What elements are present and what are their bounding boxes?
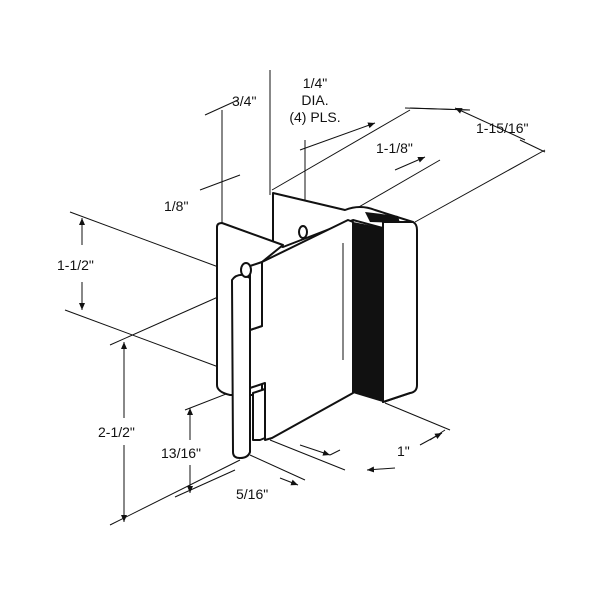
gasket xyxy=(353,212,400,402)
surface-lines xyxy=(342,228,384,402)
dim-2-1-2: 2-1/2" xyxy=(98,424,135,440)
dim-1-1-2: 1-1/2" xyxy=(57,257,94,273)
dim-3-4: 3/4" xyxy=(232,93,257,109)
dim-1-8: 1/8" xyxy=(164,198,189,214)
bracket-body xyxy=(216,192,418,459)
dim-5-16: 5/16" xyxy=(236,486,269,502)
dim-1: 1" xyxy=(397,443,410,459)
dim-1-4: 1/4" xyxy=(302,75,328,91)
dim-1-15-16: 1-15/16" xyxy=(476,120,529,136)
dim-pls: (4) PLS. xyxy=(289,109,341,125)
dim-dia: DIA. xyxy=(301,92,329,108)
dim-13-16: 13/16" xyxy=(161,445,202,461)
dim-1-1-8: 1-1/8" xyxy=(376,140,413,156)
